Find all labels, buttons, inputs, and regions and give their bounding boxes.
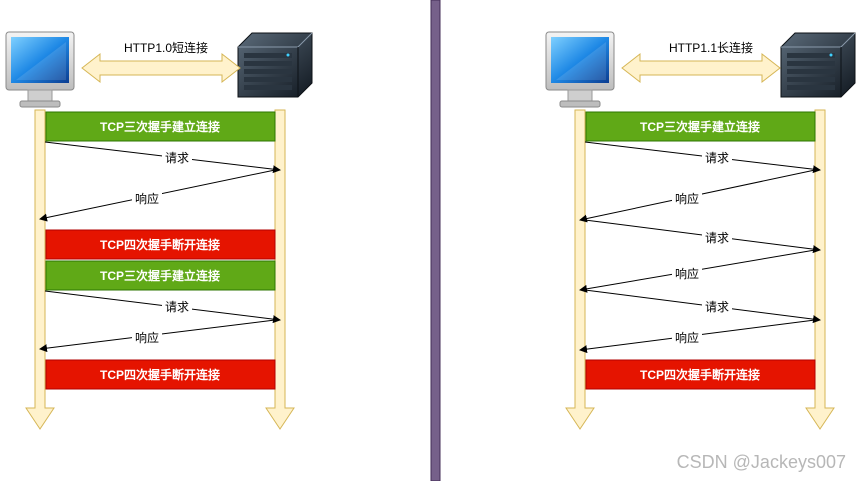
connection-arrow bbox=[81, 52, 241, 84]
request-message: 请求 bbox=[44, 141, 281, 174]
svg-text:响应: 响应 bbox=[135, 191, 159, 206]
request-message: 请求 bbox=[584, 289, 821, 324]
tcp-handshake-bar: TCP三次握手建立连接 bbox=[45, 260, 276, 291]
right-panel: HTTP1.1长连接 TCP三次握手建立连接 TCP四次握手断开连接 请求 响应… bbox=[545, 31, 856, 430]
server-icon bbox=[237, 32, 313, 98]
monitor-icon bbox=[5, 31, 75, 108]
server-icon bbox=[780, 32, 856, 98]
svg-text:响应: 响应 bbox=[135, 330, 159, 345]
server-lifeline bbox=[805, 109, 835, 430]
server-lifeline bbox=[265, 109, 295, 430]
watermark: CSDN @Jackeys007 bbox=[677, 452, 846, 472]
svg-text:请求: 请求 bbox=[705, 300, 729, 314]
svg-text:响应: 响应 bbox=[675, 330, 699, 345]
request-message: 请求 bbox=[584, 219, 821, 254]
svg-text:TCP四次握手断开连接: TCP四次握手断开连接 bbox=[100, 237, 220, 252]
svg-text:TCP四次握手断开连接: TCP四次握手断开连接 bbox=[100, 367, 220, 382]
panel-divider bbox=[430, 0, 441, 481]
client-lifeline bbox=[565, 109, 595, 430]
monitor-icon bbox=[545, 31, 615, 108]
request-message: 请求 bbox=[44, 290, 281, 324]
svg-text:TCP四次握手断开连接: TCP四次握手断开连接 bbox=[640, 367, 760, 382]
request-message: 请求 bbox=[584, 141, 821, 174]
response-message: 响应 bbox=[579, 249, 816, 293]
tcp-teardown-bar: TCP四次握手断开连接 bbox=[45, 359, 276, 390]
tcp-handshake-bar: TCP三次握手建立连接 bbox=[585, 111, 816, 142]
right-title: HTTP1.1长连接 bbox=[669, 40, 753, 55]
client-lifeline bbox=[25, 109, 55, 430]
response-message: 响应 bbox=[579, 319, 816, 354]
tcp-teardown-bar: TCP四次握手断开连接 bbox=[45, 229, 276, 260]
response-message: 响应 bbox=[39, 169, 276, 222]
svg-text:TCP三次握手建立连接: TCP三次握手建立连接 bbox=[100, 268, 220, 283]
response-message: 响应 bbox=[579, 169, 816, 223]
left-panel: HTTP1.0短连接 TCP三次握手建立连接 TCP四次握手断开连接 TCP三次… bbox=[5, 31, 313, 430]
svg-text:请求: 请求 bbox=[705, 151, 729, 165]
svg-text:响应: 响应 bbox=[675, 266, 699, 281]
svg-text:请求: 请求 bbox=[705, 231, 729, 245]
svg-text:TCP三次握手建立连接: TCP三次握手建立连接 bbox=[100, 119, 220, 134]
svg-text:响应: 响应 bbox=[675, 191, 699, 206]
svg-text:TCP三次握手建立连接: TCP三次握手建立连接 bbox=[640, 119, 760, 134]
connection-arrow bbox=[621, 52, 781, 84]
tcp-teardown-bar: TCP四次握手断开连接 bbox=[585, 359, 816, 390]
left-title: HTTP1.0短连接 bbox=[124, 40, 208, 55]
svg-text:请求: 请求 bbox=[165, 151, 189, 165]
svg-text:请求: 请求 bbox=[165, 300, 189, 314]
response-message: 响应 bbox=[39, 319, 276, 353]
tcp-handshake-bar: TCP三次握手建立连接 bbox=[45, 111, 276, 142]
